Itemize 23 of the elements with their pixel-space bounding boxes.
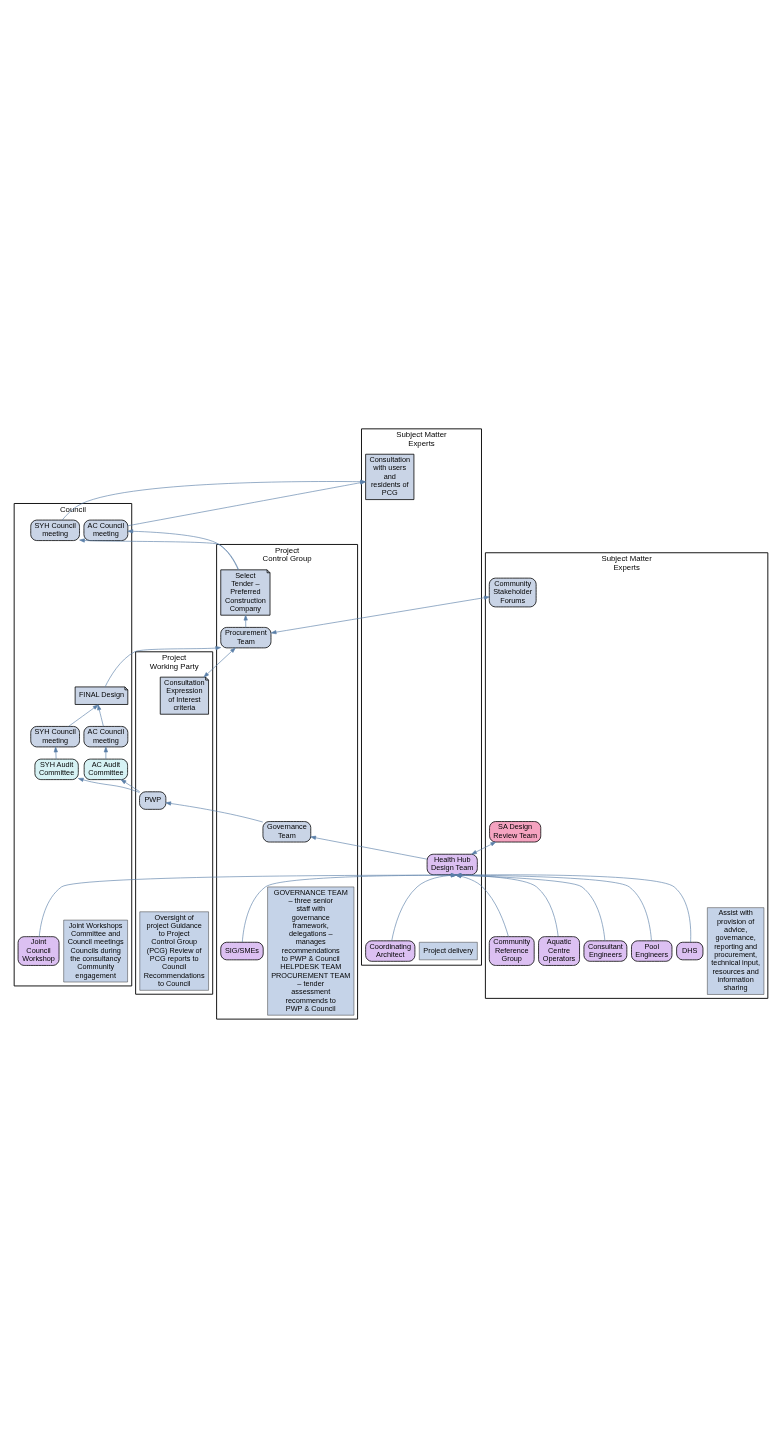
arrow	[97, 704, 104, 727]
arrow	[127, 528, 239, 570]
arrow	[471, 841, 497, 855]
arrow	[120, 778, 141, 792]
arrow	[243, 614, 248, 628]
arrow	[270, 595, 490, 634]
arrow	[38, 872, 457, 937]
arrow	[104, 645, 221, 687]
arrow	[391, 872, 457, 941]
arrow	[455, 872, 606, 941]
arrow	[68, 704, 99, 727]
arrow	[455, 873, 509, 937]
arrow	[103, 746, 108, 759]
arrow	[78, 777, 140, 793]
arrow	[203, 647, 236, 677]
arrow	[79, 537, 239, 570]
arrow	[165, 800, 264, 822]
arrow	[455, 872, 692, 942]
arrow	[455, 872, 652, 941]
arrow	[242, 872, 457, 942]
arrow	[53, 746, 58, 759]
arrow	[310, 835, 428, 859]
arrow	[455, 872, 559, 937]
